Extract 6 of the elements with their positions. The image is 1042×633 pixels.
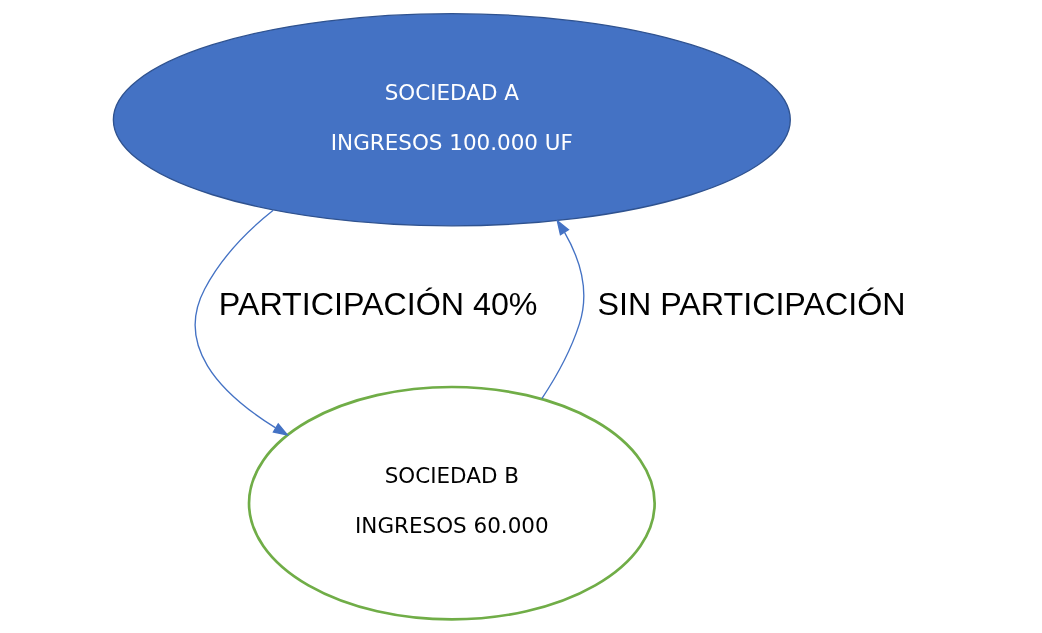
arrow: [541, 219, 585, 400]
edge-label: SIN PARTICIPACIÓN: [597, 285, 906, 322]
edge-label: PARTICIPACIÓN 40%: [218, 285, 538, 322]
arrow: [194, 209, 290, 436]
node-ellipse: SOCIEDAD A INGRESOS 100.000 UF: [112, 12, 791, 227]
node-ellipse: SOCIEDAD B INGRESOS 60.000: [247, 385, 656, 621]
